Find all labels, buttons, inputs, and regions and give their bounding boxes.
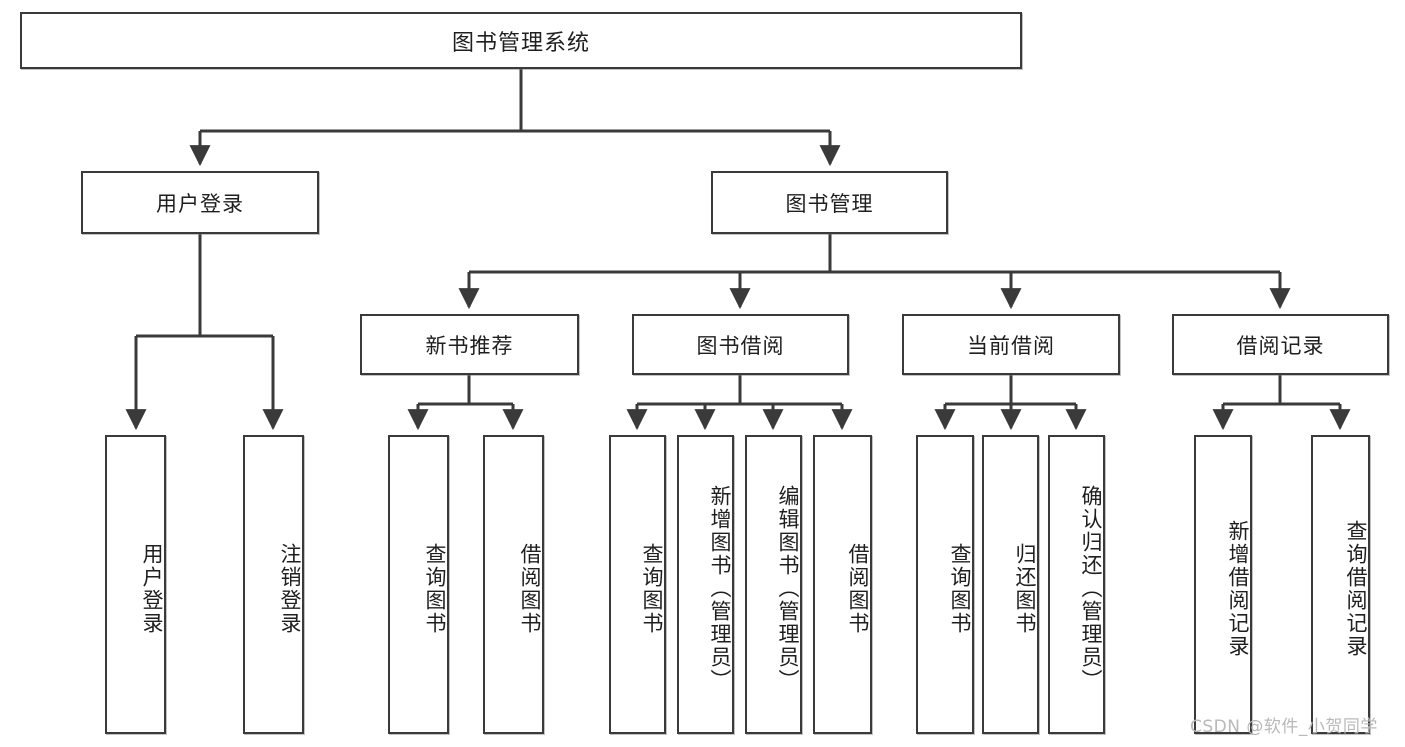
leaf-query-borrow-record[interactable]: 查询借阅记录 [1311,435,1370,734]
node-root[interactable]: 图书管理系统 [20,12,1022,69]
node-user-login[interactable]: 用户登录 [81,171,319,234]
node-user-login-label: 用户登录 [156,191,244,216]
leaf-query-book-recommend[interactable]: 查询图书 [388,435,449,734]
node-new-book-recommend[interactable]: 新书推荐 [360,314,579,375]
leaf-borrow-book-recommend-label: 借阅图书 [518,542,542,635]
node-book-management[interactable]: 图书管理 [711,171,948,234]
leaf-borrow-book-label: 借阅图书 [846,542,870,635]
leaf-borrow-book-recommend[interactable]: 借阅图书 [483,435,544,734]
leaf-return-book[interactable]: 归还图书 [982,435,1039,734]
node-book-borrow[interactable]: 图书借阅 [632,314,849,375]
leaf-edit-book-admin[interactable]: 编辑图书（管理员） [745,435,802,734]
leaf-add-book-admin-label: 新增图书（管理员） [708,485,732,692]
leaf-add-book-admin[interactable]: 新增图书（管理员） [677,435,734,734]
leaf-query-borrow-record-label: 查询借阅记录 [1344,519,1368,658]
leaf-user-login-label: 用户登录 [140,542,164,635]
leaf-user-login[interactable]: 用户登录 [105,435,166,734]
leaf-confirm-return-admin-label: 确认归还（管理员） [1079,485,1103,692]
node-borrow-record[interactable]: 借阅记录 [1172,314,1389,375]
leaf-logout[interactable]: 注销登录 [243,435,304,734]
leaf-edit-book-admin-label: 编辑图书（管理员） [776,485,800,692]
node-current-borrow[interactable]: 当前借阅 [902,314,1120,375]
node-current-borrow-label: 当前借阅 [967,333,1055,358]
leaf-confirm-return-admin[interactable]: 确认归还（管理员） [1048,435,1105,734]
node-new-book-recommend-label: 新书推荐 [425,333,514,358]
node-borrow-record-label: 借阅记录 [1236,333,1325,358]
csdn-watermark: CSDN @软件_小贺同学 [1190,717,1378,737]
node-book-management-label: 图书管理 [785,191,874,216]
leaf-query-book-current-label: 查询图书 [948,542,972,635]
leaf-query-book-recommend-label: 查询图书 [423,542,447,635]
leaf-return-book-label: 归还图书 [1013,542,1037,635]
node-book-borrow-label: 图书借阅 [696,333,785,358]
leaf-add-borrow-record-label: 新增借阅记录 [1226,519,1250,658]
leaf-query-book-current[interactable]: 查询图书 [916,435,974,734]
leaf-logout-label: 注销登录 [278,542,302,635]
node-root-label: 图书管理系统 [451,30,590,56]
leaf-query-book-borrow-label: 查询图书 [640,542,664,635]
leaf-query-book-borrow[interactable]: 查询图书 [609,435,666,734]
leaf-borrow-book[interactable]: 借阅图书 [813,435,872,734]
leaf-add-borrow-record[interactable]: 新增借阅记录 [1194,435,1252,734]
